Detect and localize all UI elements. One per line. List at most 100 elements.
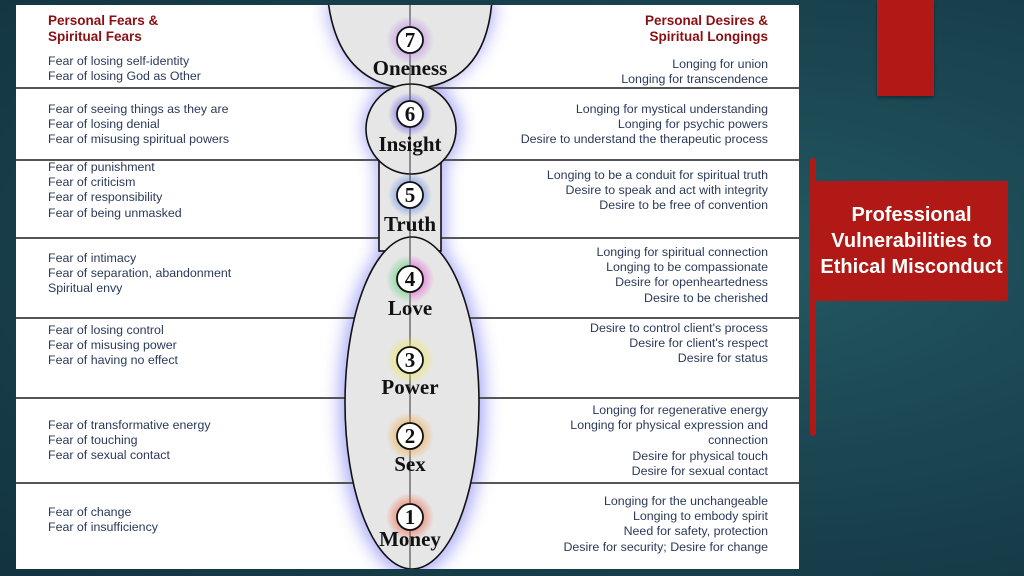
desire-item: Longing for physical expression and conn… [570, 418, 768, 448]
fear-item: Fear of being unmasked [48, 205, 182, 220]
desire-item: Desire to speak and act with integrity [565, 183, 768, 198]
desire-item: Desire to be free of convention [599, 198, 768, 213]
chakra-3-badge [396, 346, 424, 374]
right-heading-line: Personal Desires & [644, 13, 768, 28]
chakra-4-badge [396, 265, 424, 293]
fears-list-money: Fear of change Fear of insufficiency [48, 505, 158, 535]
fear-item: Fear of intimacy [48, 251, 137, 265]
chakra-4-glow-pink [410, 255, 434, 303]
desire-item: Desire for status [677, 351, 768, 366]
fear-item: Fear of change [48, 505, 132, 519]
chakra-1-name: Money [379, 527, 441, 551]
chakra-6-glow [388, 92, 432, 136]
desire-item: Longing to embody spirit [632, 509, 768, 524]
insight-circle [365, 83, 457, 175]
desire-item: Desire for security; Desire for change [563, 539, 768, 554]
slide-title-flag: Professional Vulnerabilities to Ethical … [815, 181, 1008, 301]
fears-list-insight: Fear of seeing things as they are Fear o… [48, 102, 229, 148]
fears-list-sex: Fear of transformative energy Fear of to… [48, 418, 211, 464]
desire-item: Desire to understand the therapeutic pro… [520, 132, 768, 147]
chakra-7-name: Oneness [373, 56, 448, 80]
chakra-6-name: Insight [378, 132, 441, 156]
desire-item: Longing for regenerative energy [592, 403, 768, 417]
chakra-5-badge [396, 181, 424, 209]
fear-item: Fear of sexual contact [48, 448, 170, 463]
decorative-red-block [877, 0, 934, 96]
fear-item: Fear of misusing power [48, 338, 177, 353]
chakra-5-number: 5 [405, 183, 416, 207]
fear-item: Fear of misusing spiritual powers [48, 132, 230, 147]
fear-item: Fear of losing God as Other [48, 69, 201, 84]
desires-list-oneness: Longing for union Longing for transcende… [621, 57, 768, 87]
chakra-4-number: 4 [405, 267, 416, 291]
chakra-7-badge [396, 26, 424, 54]
chakra-3-name: Power [381, 375, 438, 399]
fear-item: Fear of having no effect [48, 353, 178, 368]
desire-item: Desire for physical touch [632, 448, 768, 463]
desire-item: Desire to be cherished [644, 290, 768, 305]
desire-item: Longing for mystical understanding [575, 102, 768, 116]
fear-item: Fear of losing self-identity [48, 54, 190, 68]
fear-item: Fear of separation, abandonment [48, 266, 232, 281]
row-divider [16, 317, 799, 319]
chakra-4-name: Love [388, 296, 432, 320]
chakra-1-glow [386, 493, 434, 541]
desire-item: Longing to be a conduit for spiritual tr… [546, 168, 768, 182]
chakra-3-glow [386, 336, 434, 384]
left-column-heading: Personal Fears & Spiritual Fears [48, 13, 158, 45]
fears-list-love: Fear of intimacy Fear of separation, aba… [48, 251, 231, 297]
chakra-7-number: 7 [405, 28, 416, 52]
chakra-7-glow [386, 16, 434, 64]
truth-column [378, 154, 442, 252]
chakra-6-number: 6 [405, 102, 416, 126]
lower-ellipse [344, 236, 480, 569]
row-divider [16, 397, 799, 399]
fear-item: Fear of transformative energy [48, 418, 211, 432]
desire-item: Desire to control client's process [590, 321, 768, 335]
desire-item: Longing for transcendence [621, 72, 768, 87]
fear-item: Fear of criticism [48, 175, 136, 190]
desires-list-sex: Longing for regenerative energy Longing … [538, 403, 768, 479]
fears-list-power: Fear of losing control Fear of misusing … [48, 323, 178, 369]
chakra-1-number: 1 [405, 505, 416, 529]
fear-item: Fear of losing denial [48, 117, 160, 132]
fear-item: Fear of responsibility [48, 190, 163, 205]
desires-list-power: Desire to control client's process Desir… [590, 321, 768, 367]
fears-list-oneness: Fear of losing self-identity Fear of los… [48, 54, 201, 84]
fear-item: Fear of seeing things as they are [48, 102, 229, 116]
fear-item: Spiritual envy [48, 281, 123, 296]
chakra-2-name: Sex [394, 452, 426, 476]
chakra-5-glow [388, 173, 432, 217]
chakra-6-badge [396, 100, 424, 128]
desire-item: Longing for union [672, 57, 768, 71]
desire-item: Desire for client's respect [629, 336, 768, 351]
left-heading-line: Personal Fears & [48, 13, 159, 28]
desires-list-insight: Longing for mystical understanding Longi… [498, 102, 768, 148]
desire-item: Longing for the unchangeable [604, 494, 768, 508]
figure-shapes [327, 5, 493, 569]
chakra-4-glow-green [386, 255, 410, 303]
oneness-bowl [327, 5, 493, 90]
figure-glow [327, 5, 495, 569]
right-column-heading: Personal Desires & Spiritual Longings [645, 13, 768, 45]
chakra-2-number: 2 [405, 424, 416, 448]
fear-item: Fear of touching [48, 433, 138, 448]
chakra-2-glow [386, 412, 434, 460]
flag-pole [810, 158, 816, 436]
right-heading-line: Spiritual Longings [649, 29, 769, 44]
row-divider [16, 482, 799, 484]
desires-list-money: Longing for the unchangeable Longing to … [563, 494, 768, 555]
chakra-1-badge [396, 503, 424, 531]
fear-item: Fear of insufficiency [48, 520, 158, 535]
fear-item: Fear of losing control [48, 323, 164, 337]
left-heading-line: Spiritual Fears [48, 29, 142, 44]
desire-item: Desire for openheartedness [615, 275, 768, 290]
chakra-2-badge [396, 422, 424, 450]
chakra-5-name: Truth [384, 212, 436, 236]
desires-list-truth: Longing to be a conduit for spiritual tr… [547, 168, 768, 214]
desires-list-love: Longing for spiritual connection Longing… [596, 245, 768, 306]
fears-list-truth: Fear of punishment Fear of criticism Fea… [48, 160, 182, 221]
desire-item: Need for safety, protection [623, 524, 768, 539]
desire-item: Longing to be compassionate [606, 260, 768, 275]
row-divider [16, 237, 799, 239]
